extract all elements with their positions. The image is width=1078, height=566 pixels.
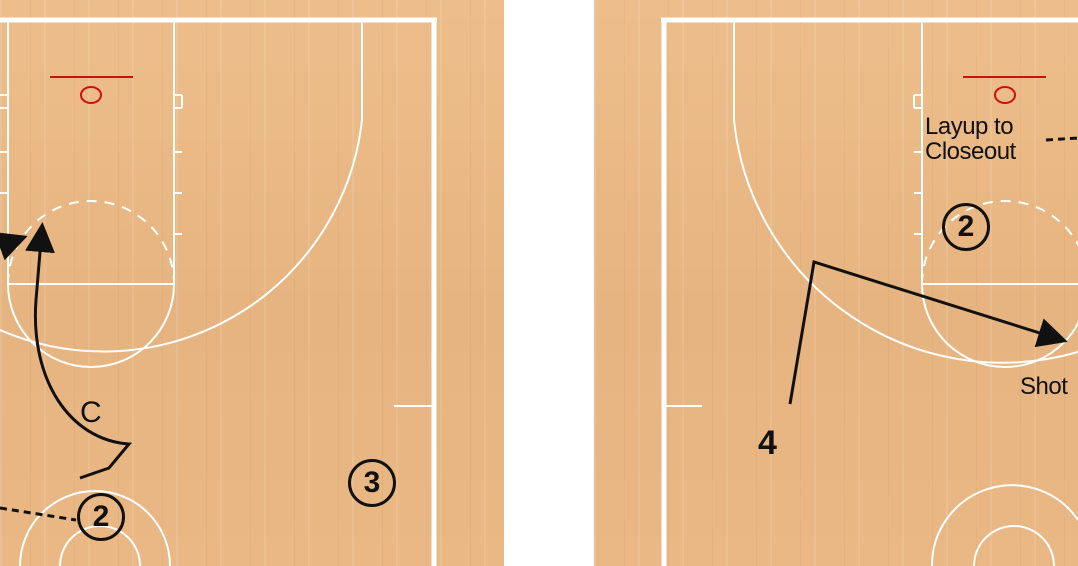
player-number: 2 [957,210,975,243]
right-court-panel: 2 4 Layup to Closeout Shot [594,0,1078,566]
number-label: 4 [758,424,777,462]
left-court-panel: 2 3 C [0,0,504,566]
annotation-line-2: Closeout [925,138,1016,166]
player-marker-2: 2 [77,493,125,541]
free-throw-circle [921,200,1078,285]
dashed-line [1045,136,1078,142]
annotation-line-1: Layup to [925,113,1014,140]
partial-arrow [0,232,28,261]
player-marker-3: 3 [348,459,396,507]
rim [994,86,1016,104]
left-court-lines [0,17,437,566]
three-point-arc [733,20,1078,364]
player-number: 3 [363,466,381,499]
player-number: 2 [92,500,110,533]
right-court-lines [661,17,1078,566]
player-marker-2: 2 [942,203,990,251]
free-throw-circle [7,283,175,368]
rim [80,86,102,104]
pass-line [0,506,77,522]
movement-arrow [788,260,1068,405]
lane [7,19,175,285]
cut-arrow [25,222,133,480]
shot-label: Shot [1020,373,1068,400]
cut-label: C [80,396,102,429]
annotation-text: Layup to Closeout [925,113,1016,166]
three-point-arc [0,20,363,353]
